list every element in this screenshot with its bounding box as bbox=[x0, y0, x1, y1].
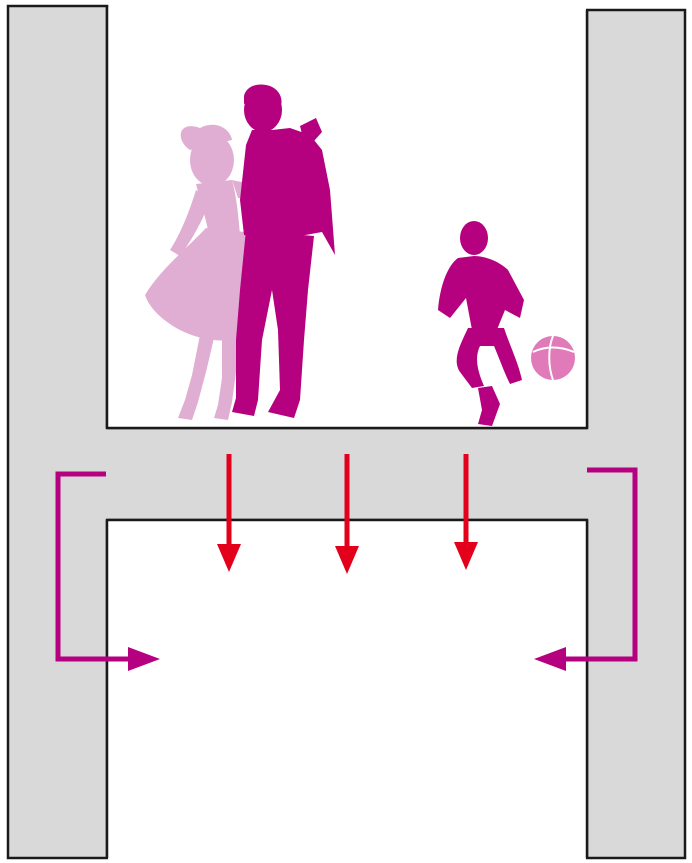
building-structure bbox=[8, 6, 685, 859]
ball-icon bbox=[531, 336, 575, 380]
